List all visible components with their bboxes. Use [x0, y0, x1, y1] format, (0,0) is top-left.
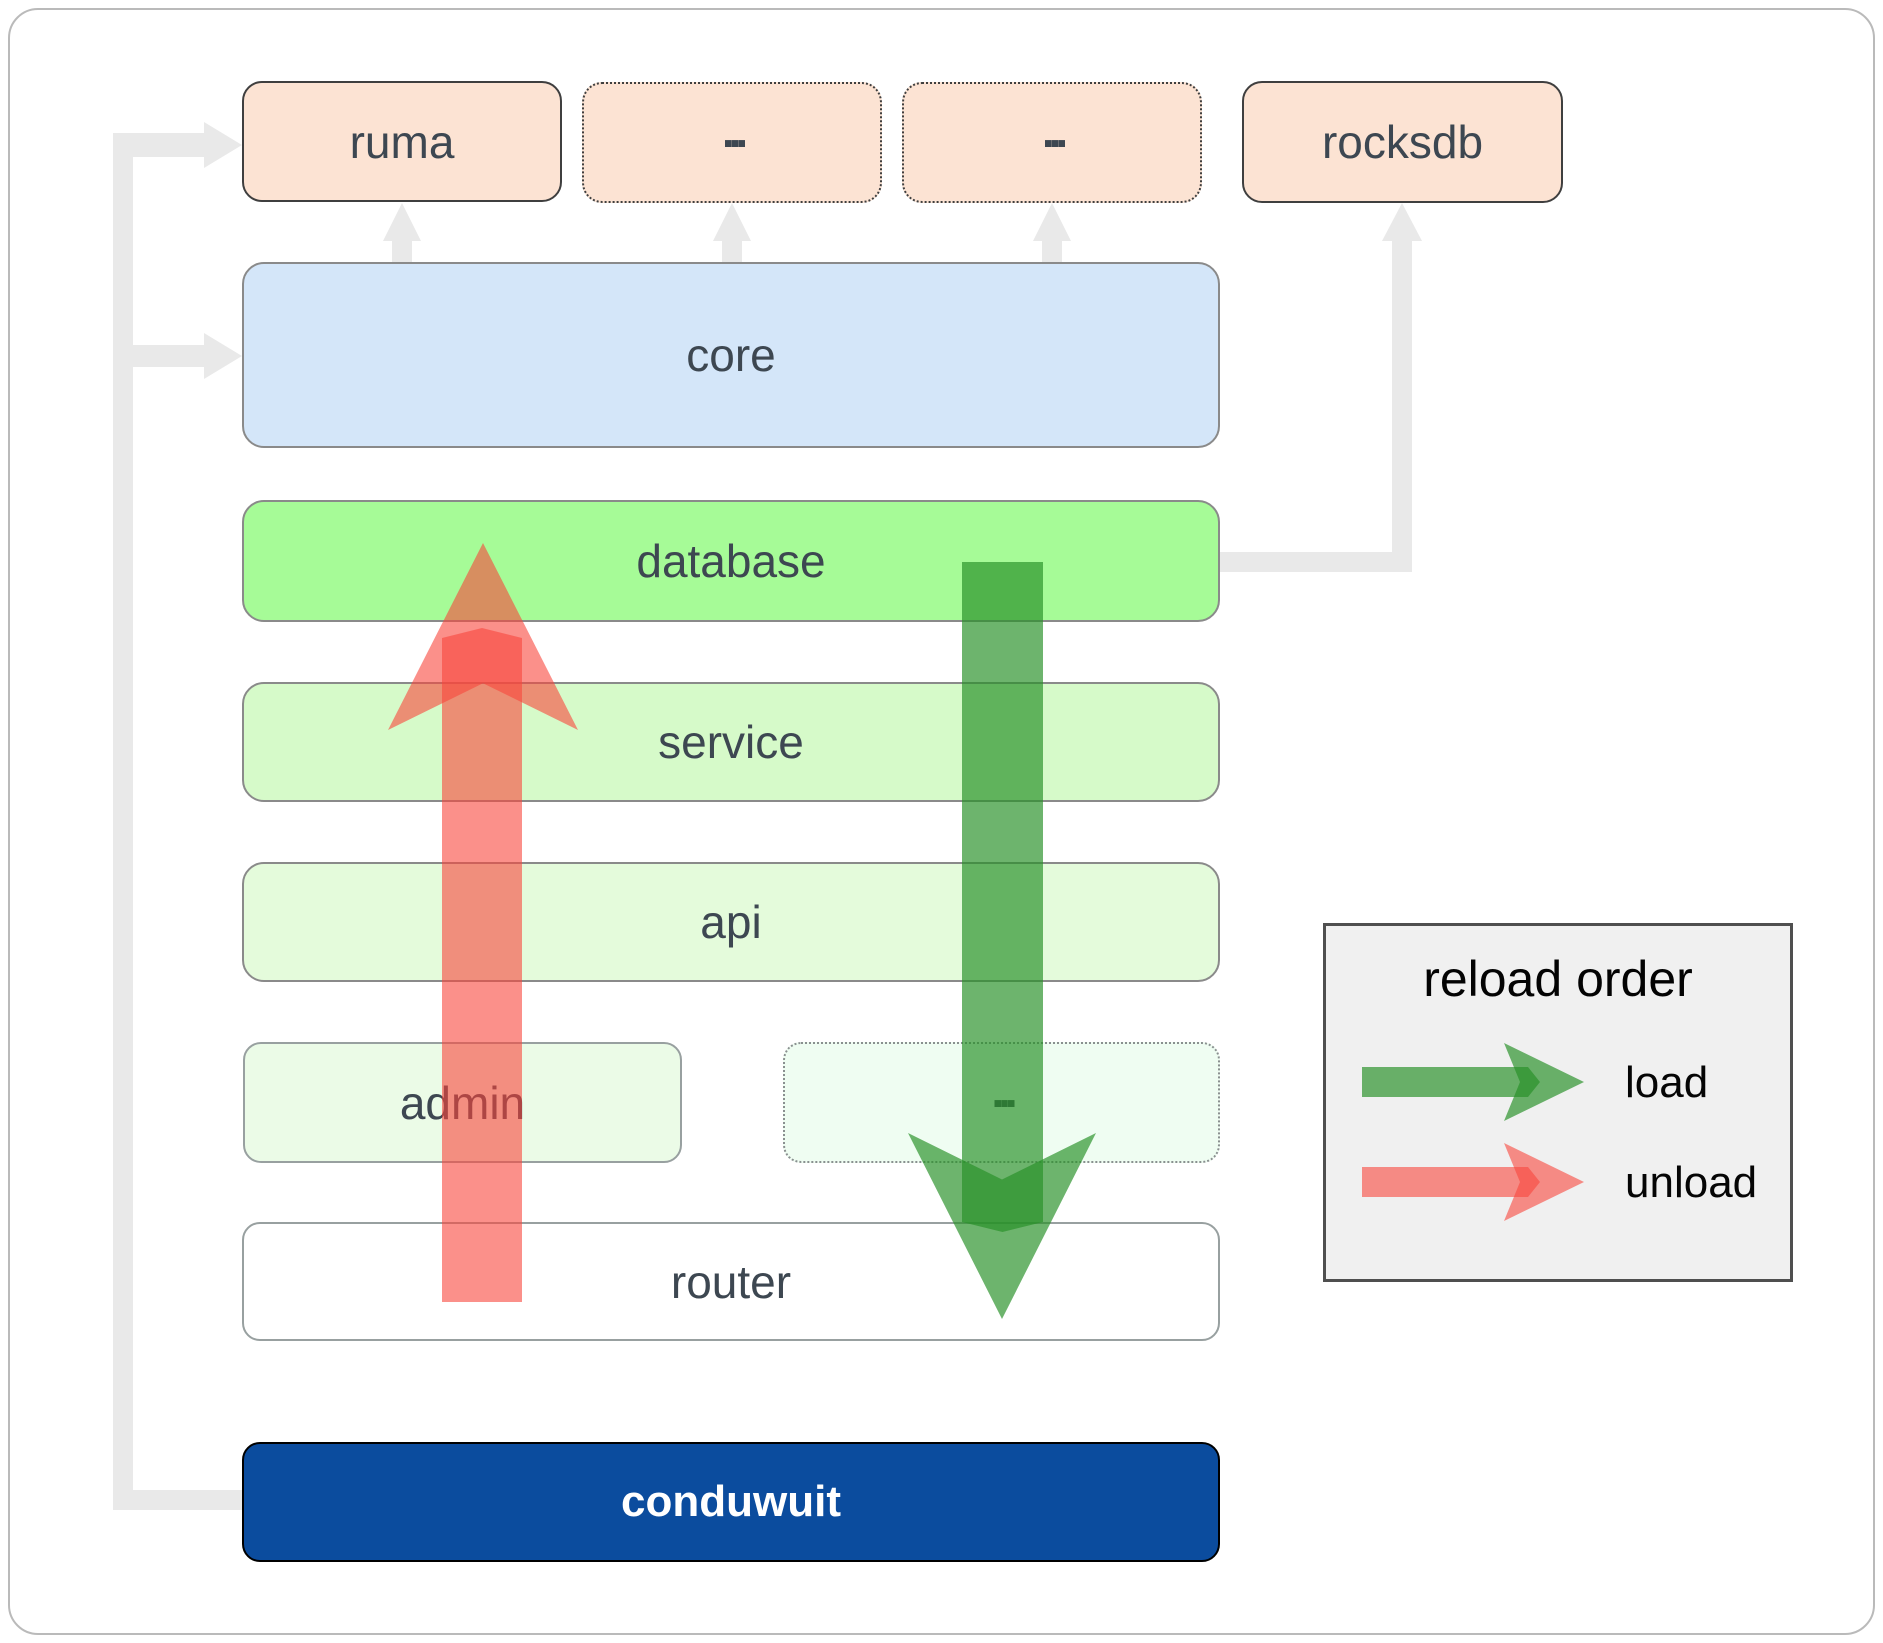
node-core: core [242, 262, 1220, 448]
legend-unload-arrow-shaft [1362, 1167, 1540, 1197]
connector-to-ruma [113, 133, 208, 157]
node-router-label: router [670, 1255, 792, 1308]
connector-conduwuit-spine [113, 133, 133, 1510]
connector-database-rocksdb-h [1220, 552, 1412, 572]
node-ellipsis-2: ... [902, 82, 1202, 203]
legend-title: reload order [1423, 951, 1693, 1007]
node-core-label: core [686, 329, 776, 381]
node-rocksdb: rocksdb [1242, 81, 1563, 203]
legend-unload-label: unload [1625, 1158, 1758, 1207]
connector-conduwuit-bottom [113, 1490, 243, 1510]
node-ruma-label: ruma [349, 115, 455, 168]
connector-database-rocksdb-v [1392, 240, 1412, 572]
legend-load-arrow-shaft [1362, 1067, 1540, 1097]
node-database-label: database [636, 535, 826, 587]
node-conduwuit: conduwuit [242, 1442, 1220, 1562]
node-router: router [242, 1222, 1220, 1341]
legend-box [1323, 923, 1793, 1282]
connector-core-ellipsis-2 [1042, 240, 1062, 263]
outer-frame [8, 8, 1875, 1635]
node-ellipsis-1: ... [582, 82, 882, 203]
node-ruma: ruma [242, 81, 562, 202]
load-arrow-shaft [962, 562, 1043, 1232]
node-api-label: api [700, 896, 762, 948]
node-database: database [242, 500, 1220, 622]
node-ellipsis-2-label: ... [1041, 104, 1068, 157]
node-ellipsis-1-label: ... [721, 104, 748, 157]
connector-core-ellipsis-1 [722, 240, 742, 263]
node-service-label: service [658, 716, 804, 768]
connector-to-core [133, 345, 206, 367]
unload-arrow-shaft [442, 628, 522, 1302]
node-api: api [242, 862, 1220, 982]
node-conduwuit-label: conduwuit [621, 1477, 841, 1526]
node-rocksdb-label: rocksdb [1321, 116, 1484, 168]
connector-core-ruma [392, 240, 412, 263]
node-service: service [242, 682, 1220, 802]
legend-load-label: load [1625, 1058, 1709, 1107]
